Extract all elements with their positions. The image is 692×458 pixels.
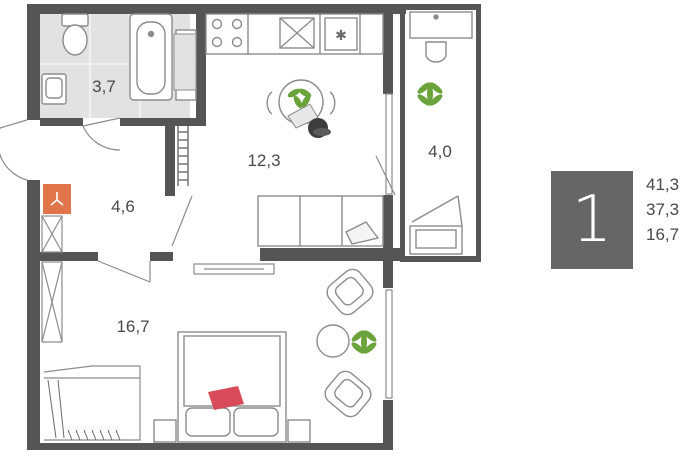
room-area-hallway: 4,6 [111, 197, 135, 216]
fridge-snowflake-icon: ✱ [335, 28, 347, 44]
bedroom-wardrobe [43, 365, 141, 441]
rooms-count-badge: 1 [551, 171, 633, 269]
room-area-bedroom: 16,7 [116, 317, 149, 336]
room-area-bathroom: 3,7 [92, 77, 116, 96]
total-area: 41,3 [646, 175, 680, 194]
dining-set [266, 79, 336, 138]
kitchen-window [375, 93, 396, 196]
armchair-top [326, 268, 374, 316]
sofa [257, 195, 384, 247]
entrance-door [0, 117, 193, 283]
armchair-bottom [324, 370, 372, 418]
walls [27, 4, 481, 450]
balcony-plant-icon [417, 82, 443, 106]
washing-machine [173, 33, 197, 91]
side-table [316, 324, 350, 358]
boiler-symbol [50, 192, 64, 206]
balcony-fixtures [409, 11, 473, 255]
radiator [177, 126, 189, 186]
pillow [208, 386, 244, 410]
bedroom-plant-icon [351, 330, 377, 354]
hall-wardrobe [41, 215, 63, 343]
hangers [47, 379, 121, 441]
tv-stand [193, 263, 275, 275]
room-area-balcony: 4,0 [428, 142, 452, 161]
kitchen-counter [205, 13, 384, 55]
bedroom-area: 16,7 [646, 225, 680, 244]
room-area-kitchen-living: 12,3 [247, 151, 280, 170]
table-plant-icon [287, 88, 312, 109]
bed [153, 331, 311, 443]
area-summary: 41,3 37,3 16,7 [646, 172, 692, 247]
living-area: 37,3 [646, 200, 680, 219]
bedroom-window [385, 289, 393, 399]
